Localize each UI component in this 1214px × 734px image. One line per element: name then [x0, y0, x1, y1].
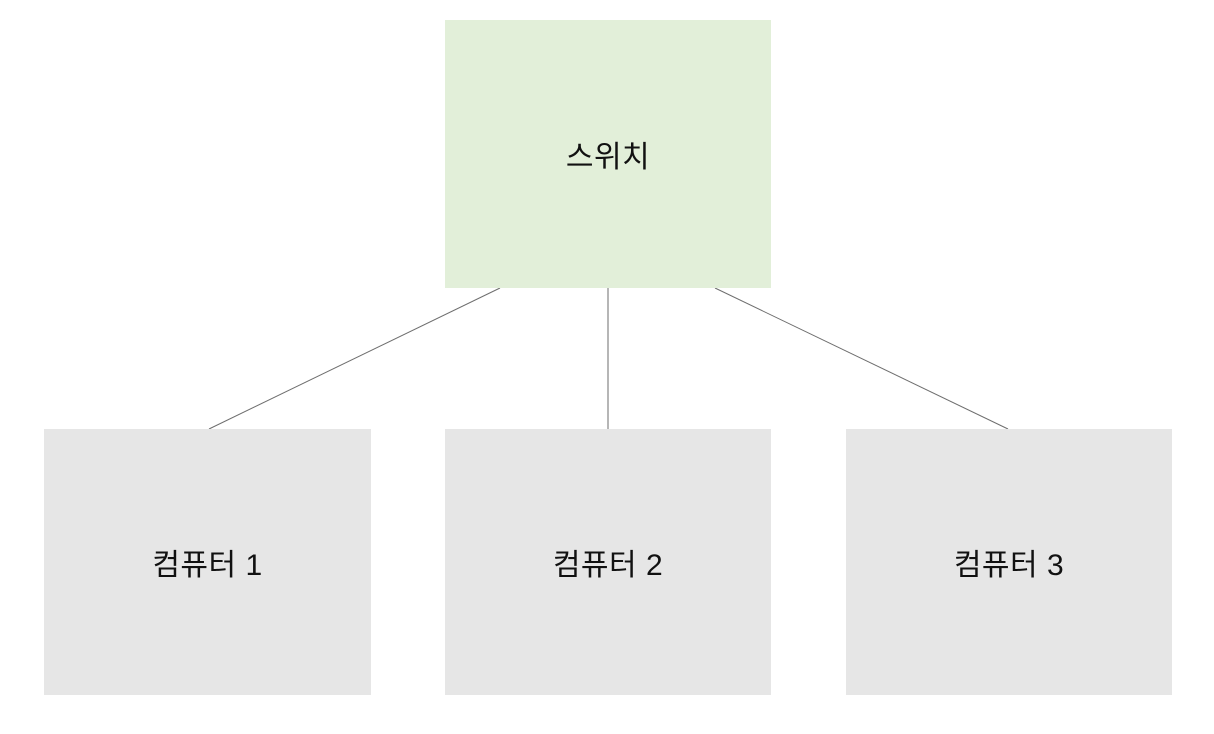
node-computer-3[interactable]: 컴퓨터 3	[846, 429, 1172, 695]
node-computer-1-label: 컴퓨터 1	[152, 549, 263, 582]
node-switch[interactable]: 스위치	[445, 20, 771, 288]
node-computer-2-label: 컴퓨터 2	[552, 549, 664, 582]
edge-switch-to-computer-1	[208, 287, 501, 430]
node-computer-3-label: 컴퓨터 3	[953, 549, 1065, 582]
node-switch-label: 스위치	[565, 141, 651, 174]
edge-switch-to-computer-3	[714, 287, 1009, 430]
node-computer-2[interactable]: 컴퓨터 2	[445, 429, 771, 695]
node-computer-1[interactable]: 컴퓨터 1	[44, 429, 371, 695]
